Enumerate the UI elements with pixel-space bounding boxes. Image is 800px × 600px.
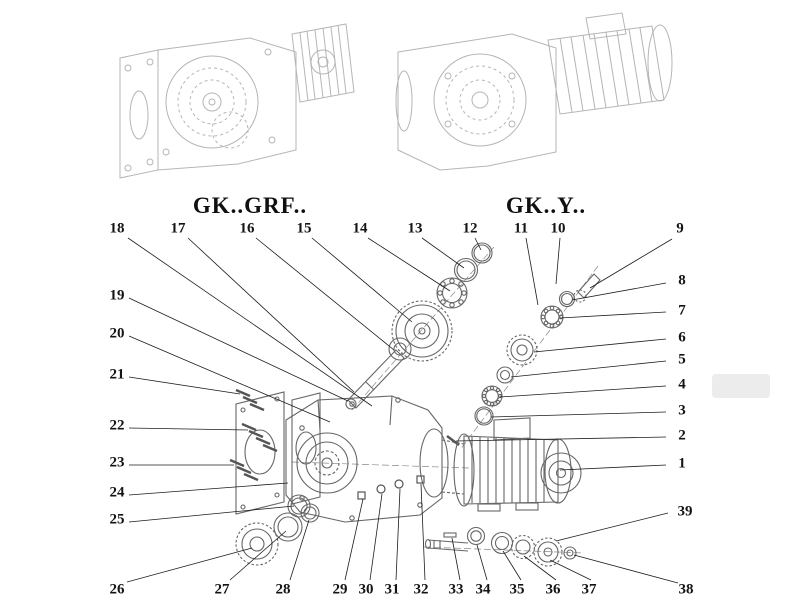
- part-number-29: 29: [332, 581, 348, 598]
- part-number-17: 17: [170, 220, 186, 237]
- gearbox-gky-drawing: [395, 12, 673, 171]
- part-number-21: 21: [109, 366, 125, 383]
- model-title-gkgrf: GK..GRF..: [192, 193, 308, 218]
- part-number-14: 14: [352, 220, 368, 237]
- part-number-27: 27: [214, 581, 230, 598]
- part-output-shaft-assembly: [424, 526, 577, 567]
- part-number-13: 13: [407, 220, 423, 237]
- part-number-6: 6: [678, 329, 686, 346]
- part-number-12: 12: [462, 220, 478, 237]
- part-number-31: 31: [384, 581, 400, 598]
- part-number-5: 5: [678, 351, 686, 368]
- part-number-24: 24: [109, 484, 125, 501]
- gearbox-gkgrf-drawing: [119, 23, 355, 179]
- part-gear-6: [506, 334, 538, 366]
- part-number-28: 28: [275, 581, 291, 598]
- part-housing: [285, 395, 465, 523]
- part-ring-3: [474, 406, 494, 426]
- part-washer-5: [496, 366, 514, 384]
- part-mounting-flange: [235, 391, 321, 515]
- leader-lines: [126, 237, 679, 584]
- part-pinion-shaft-9: [573, 273, 601, 303]
- part-number-7: 7: [678, 302, 686, 319]
- part-number-30: 30: [358, 581, 374, 598]
- part-number-3: 3: [678, 402, 686, 419]
- part-number-38: 38: [678, 581, 694, 598]
- part-bearing-7: [540, 305, 564, 329]
- part-ring-8: [558, 290, 576, 308]
- part-number-26: 26: [109, 581, 125, 598]
- part-ring-27: [273, 512, 303, 542]
- part-number-23: 23: [109, 454, 125, 471]
- part-number-11: 11: [513, 220, 529, 237]
- model-title-gky: GK..Y..: [505, 193, 587, 218]
- part-number-36: 36: [545, 581, 561, 598]
- part-number-18: 18: [109, 220, 125, 237]
- part-number-32: 32: [413, 581, 429, 598]
- part-number-39: 39: [677, 503, 693, 520]
- part-snap-ring-12: [471, 242, 493, 264]
- part-number-20: 20: [109, 325, 125, 342]
- part-number-25: 25: [109, 511, 125, 528]
- part-number-33: 33: [448, 581, 464, 598]
- part-number-22: 22: [109, 417, 125, 434]
- part-bolts-23: [229, 458, 259, 482]
- part-number-2: 2: [678, 427, 686, 444]
- part-pinion-16: [388, 337, 412, 361]
- part-bearing-4: [481, 385, 503, 407]
- part-number-15: 15: [296, 220, 312, 237]
- part-number-16: 16: [239, 220, 255, 237]
- part-number-9: 9: [676, 220, 684, 237]
- part-input-shaft-17: [345, 349, 405, 410]
- part-number-37: 37: [581, 581, 597, 598]
- part-gear-15: [391, 300, 453, 362]
- part-number-1: 1: [678, 455, 686, 472]
- part-number-34: 34: [475, 581, 491, 598]
- part-bolts-21: [235, 388, 265, 412]
- part-number-19: 19: [109, 287, 125, 304]
- part-number-8: 8: [678, 272, 686, 289]
- part-number-10: 10: [550, 220, 566, 237]
- part-number-4: 4: [678, 376, 686, 393]
- part-output-gear-26: [235, 522, 279, 566]
- part-number-35: 35: [509, 581, 525, 598]
- centerlines: [291, 246, 599, 554]
- part-bolts-22: [241, 422, 278, 453]
- part-bearing-14: [436, 277, 468, 309]
- part-ring-13: [453, 257, 479, 283]
- part-small-items-29-32: [357, 475, 425, 500]
- part-motor-1: [453, 417, 582, 512]
- watermark-artifact: [712, 374, 770, 398]
